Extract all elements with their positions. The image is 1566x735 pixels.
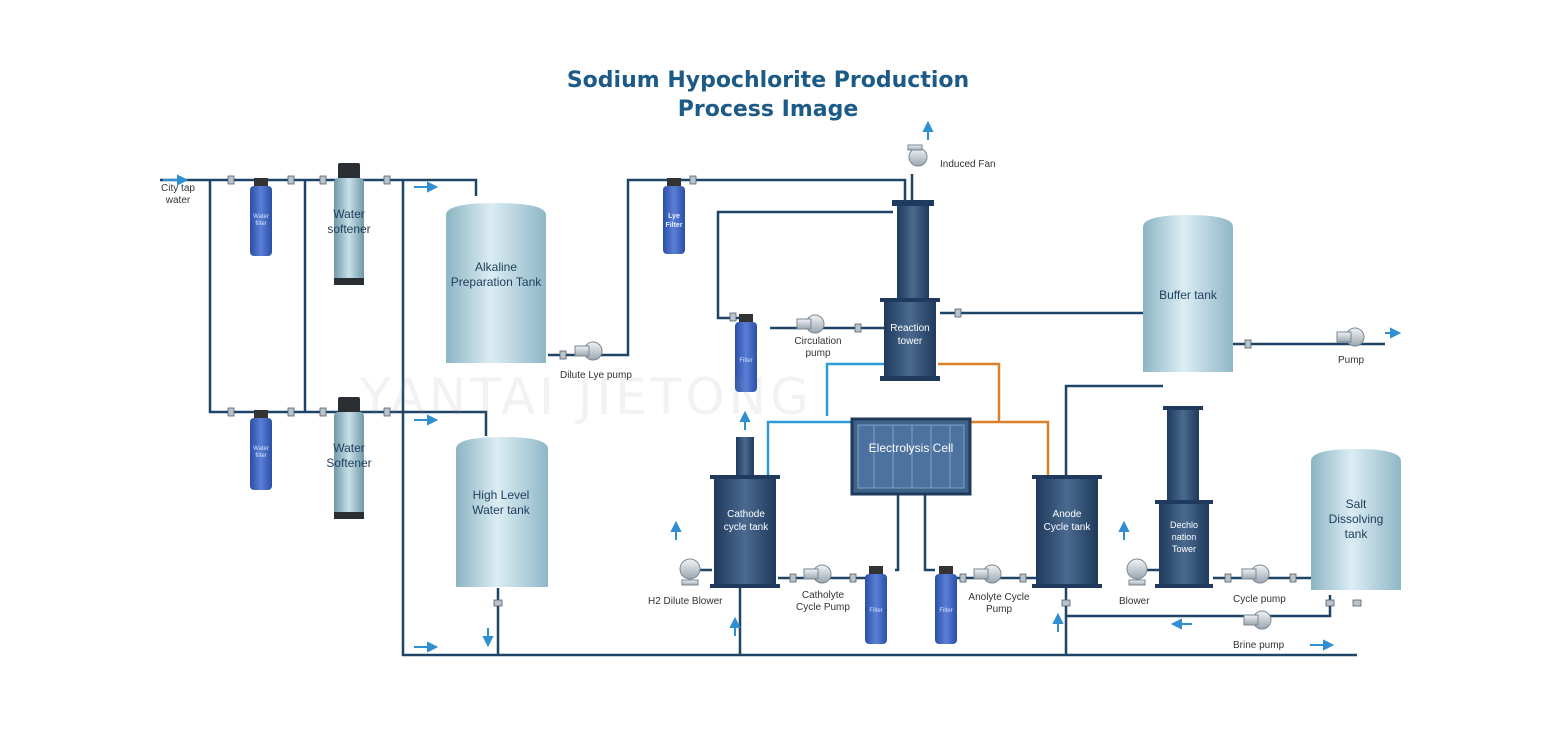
salt-tank-label: Salt Dissolving tank: [1328, 497, 1384, 541]
filter-water-2: [250, 410, 272, 490]
tank-salt: [1311, 449, 1401, 590]
electrolysis-cell-label: Electrolysis Cell: [868, 441, 954, 455]
page-title-line-1: Sodium Hypochlorite Production: [566, 68, 970, 93]
dechlorination-tower-label: Dechlo nation Tower: [1169, 520, 1198, 554]
h2-blower: [679, 558, 701, 586]
filter-anolyte: [935, 566, 957, 644]
dechlorination-tower: [1155, 406, 1213, 588]
induced-fan-label: Induced Fan: [940, 159, 996, 170]
catholyte-pump: [803, 564, 832, 584]
anolyte-pump: [973, 564, 1002, 584]
dilute-lye-pump: [574, 341, 603, 361]
watermark: YANTAI JIETONG: [360, 368, 813, 426]
page-title-line-2: Process Image: [677, 97, 859, 122]
circulation-pump-label: Circulation pump: [794, 336, 842, 359]
alkaline-tank-label: Alkaline Preparation Tank: [450, 260, 542, 289]
h2-blower-label: H2 Dilute Blower: [648, 596, 723, 607]
valves: [227, 175, 1362, 607]
softener-1: [334, 163, 364, 285]
blower-label: Blower: [1119, 596, 1150, 607]
inlet-label: City tap water: [161, 183, 195, 206]
softener-1-label: Water softener: [327, 207, 371, 236]
tank-high-level: [456, 437, 548, 587]
pumps: [574, 144, 1365, 630]
cycle-pump: [1241, 564, 1270, 584]
electrolysis-cell: [850, 417, 972, 496]
reaction-tower-label: Reaction tower: [890, 323, 930, 347]
product-pump: [1336, 327, 1365, 347]
brine-pump: [1243, 610, 1272, 630]
water-filter-1-label: Water filter: [253, 214, 269, 227]
anode-tank: [1032, 475, 1102, 588]
anolyte-filter-label: Filter: [939, 608, 953, 614]
product-pump-label: Pump: [1338, 355, 1365, 366]
cathode-tank-label: Cathode cycle tank: [723, 509, 769, 533]
softener-2-label: Water Softener: [326, 441, 372, 470]
catholyte-filter-label: Filter: [869, 608, 883, 614]
water-filter-2-label: Water filter: [253, 446, 269, 459]
cycle-pump-label: Cycle pump: [1233, 594, 1286, 605]
cathode-tank: [710, 437, 780, 588]
anolyte-pump-label: Anolyte Cycle Pump: [968, 592, 1030, 615]
reaction-tower: [880, 200, 940, 381]
electrolyte-pipes: [766, 362, 1050, 478]
buffer-tank-label: Buffer tank: [1159, 288, 1217, 302]
flow-arrows: [163, 120, 1402, 653]
lye-filter-label: Lye Filter: [665, 213, 683, 229]
catholyte-pump-label: Catholyte Cycle Pump: [796, 590, 850, 613]
brine-pump-label: Brine pump: [1233, 640, 1285, 651]
softener-2: [334, 397, 364, 519]
induced-fan-pump: [907, 144, 928, 167]
blower-pump: [1126, 558, 1148, 586]
tank-alkaline: [446, 203, 546, 363]
tank-buffer: [1143, 215, 1233, 372]
circulation-filter-label: Filter: [739, 358, 753, 364]
anode-tank-label: Anode Cycle tank: [1043, 509, 1091, 533]
filter-circulation: [735, 314, 757, 392]
filter-water-1: [250, 178, 272, 256]
circulation-pump: [796, 314, 825, 334]
filter-lye: [663, 178, 685, 254]
main-pipes: [160, 174, 1385, 657]
dilute-lye-pump-label: Dilute Lye pump: [560, 370, 632, 381]
filter-catholyte: [865, 566, 887, 644]
high-level-tank-label: High Level Water tank: [472, 488, 530, 517]
